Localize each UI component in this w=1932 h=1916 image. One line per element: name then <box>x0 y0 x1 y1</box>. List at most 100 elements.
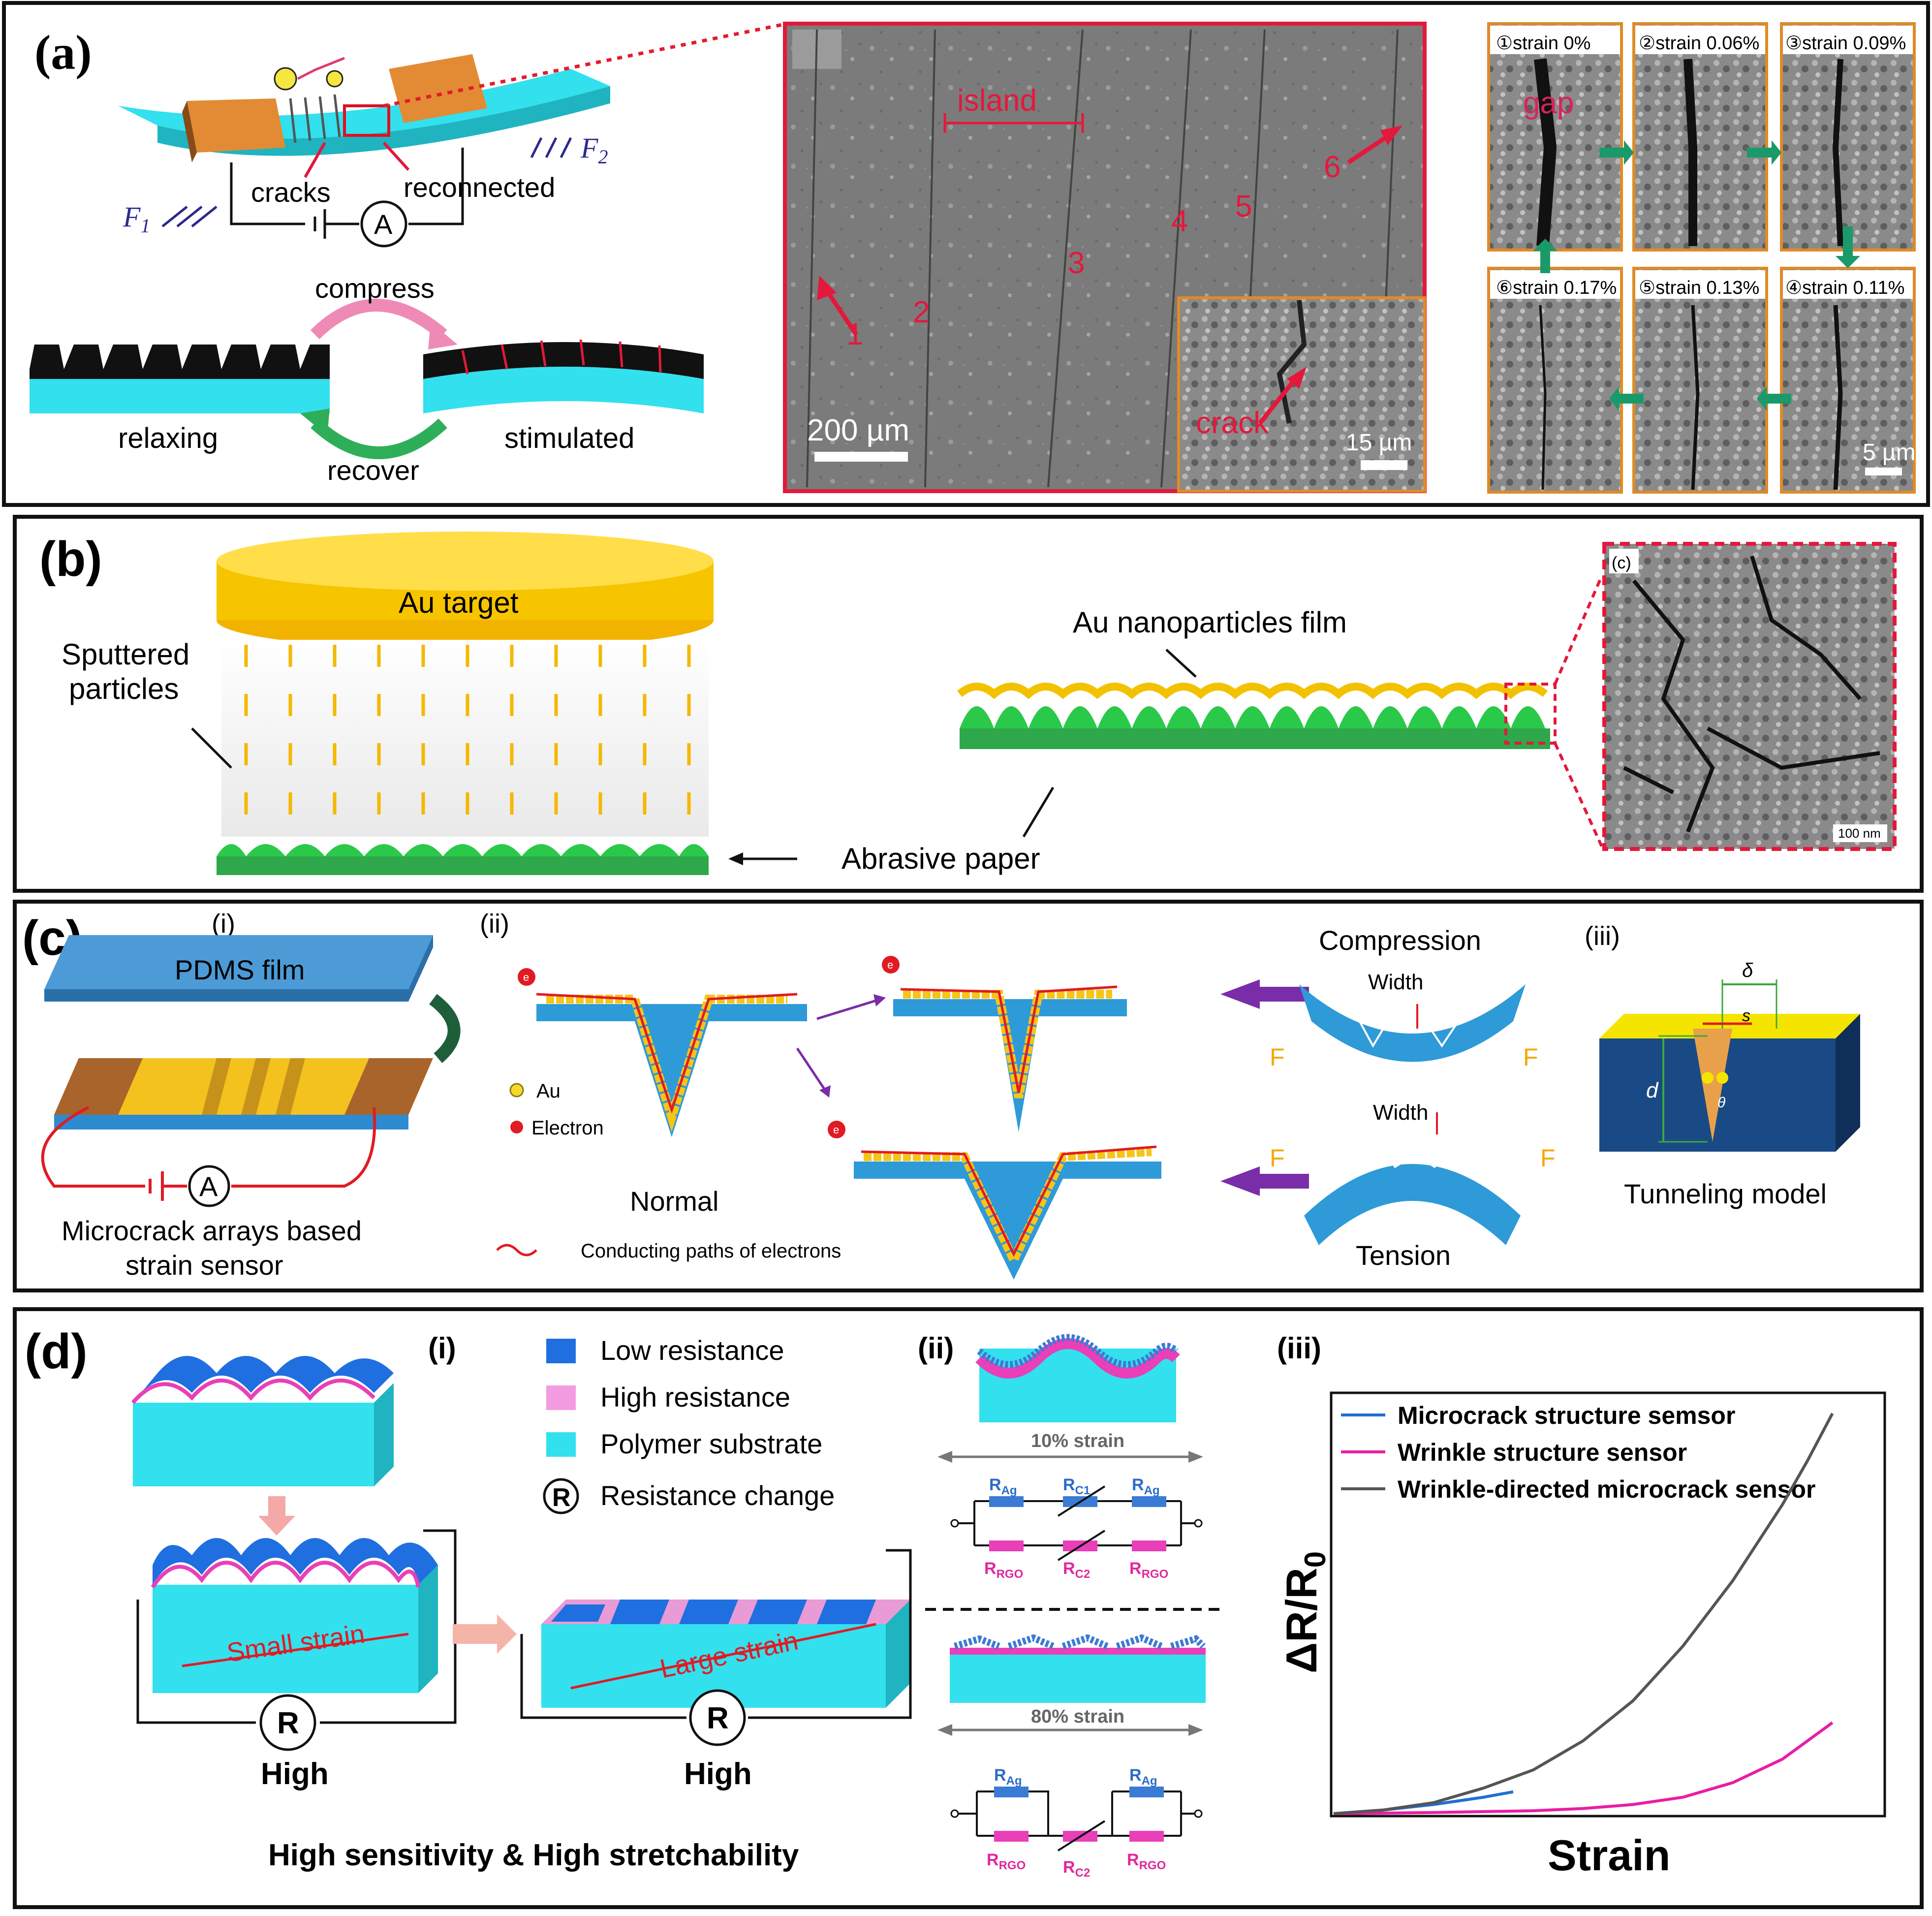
strain-frame-2 <box>1632 22 1768 251</box>
panel-b: (b) Au target Sputtered particles <box>13 515 1924 893</box>
high-label-1: High <box>261 1757 329 1791</box>
panel-c-sub-ii: (ii) <box>480 909 509 939</box>
relaxing-diagram <box>30 345 330 413</box>
panel-d-sub-ii: (ii) <box>918 1332 954 1365</box>
sensor-label-2: strain sensor <box>125 1250 283 1281</box>
c80-r2: R <box>1129 1766 1142 1785</box>
electron-glyph-3: e <box>833 1124 839 1136</box>
electron-glyph-1: e <box>523 971 529 983</box>
c80-r1: R <box>994 1766 1006 1785</box>
panel-d: (d) (i) (ii) (iii) Small strain R High <box>13 1307 1924 1909</box>
resistor-glyph-2: R <box>707 1701 729 1735</box>
label-relaxing: relaxing <box>118 422 218 454</box>
sem-crack-markers: 1 2 3 4 5 6 <box>846 150 1340 351</box>
c10-b1-sub: RGO <box>997 1568 1024 1581</box>
series-line-2 <box>1333 1721 1834 1815</box>
sem-image-main <box>783 22 1427 493</box>
tension-width-label: Width <box>1373 1100 1428 1125</box>
circuit-80-labels: RAg RAg RRGO RC2 RRGO <box>987 1766 1166 1880</box>
purple-arrows <box>1220 979 1309 1196</box>
crack-marker-1: 1 <box>846 317 863 351</box>
conducting-label: Conducting paths of electrons <box>581 1240 841 1262</box>
strain-frame-labels: ①strain 0% ②strain 0.06% ③strain 0.09% ⑥… <box>1496 33 1906 298</box>
crack-marker-5: 5 <box>1235 189 1252 223</box>
au-target-label: Au target <box>399 586 519 619</box>
normal-label: Normal <box>630 1186 718 1217</box>
chart-ylabel-main: ΔR/R <box>1277 1568 1326 1673</box>
film-sem-image <box>1602 542 1897 851</box>
tension-force-right: F <box>1540 1144 1556 1172</box>
legend-rchange: Resistance change <box>600 1480 835 1511</box>
panel-c-sub-i: (i) <box>212 909 235 939</box>
flip-arrow <box>429 994 461 1063</box>
strain-10-schematic <box>937 1334 1203 1561</box>
compress-arrow <box>310 299 447 340</box>
tunnel-delta: δ <box>1742 960 1753 981</box>
c10-r1: R <box>989 1476 1001 1494</box>
legend-d <box>543 1339 579 1514</box>
strain-label-2: ②strain 0.06% <box>1639 33 1759 54</box>
svg-text:RAg: RAg <box>994 1766 1022 1788</box>
au-target <box>217 532 714 650</box>
c80-b2: R <box>1063 1858 1075 1877</box>
circuit-a <box>230 148 464 248</box>
label-compress: compress <box>315 273 435 304</box>
strain-label-3: ③strain 0.09% <box>1785 33 1906 54</box>
sputtered-label-2: particles <box>69 672 179 705</box>
microcrack-sensor <box>41 1058 433 1207</box>
panel-c: (c) (i) (ii) (iii) PDMS film A Microcrac… <box>13 900 1924 1292</box>
c10-r2: R <box>1063 1476 1075 1494</box>
au-film-label: Au nanoparticles film <box>1073 606 1347 639</box>
chart-lines <box>1333 1413 1834 1815</box>
sputtered-label-1: Sputtered <box>62 638 189 671</box>
svg-text:RAg: RAg <box>1132 1476 1160 1497</box>
c80-b1-sub: RGO <box>999 1859 1026 1872</box>
chart-ylabel: ΔR/R0 <box>1277 1551 1332 1673</box>
tunnel-d: d <box>1646 1078 1659 1102</box>
legend-entry-2: Wrinkle structure sensor <box>1398 1439 1687 1466</box>
strain-scale-label: 5 µm <box>1863 440 1916 466</box>
f2-letter: F <box>580 132 598 164</box>
tunneling-model <box>1599 979 1860 1152</box>
strain-frame-1 <box>1487 22 1623 251</box>
strain-frame-6 <box>1487 267 1623 494</box>
panel-d-sub-i: (i) <box>428 1332 456 1365</box>
ammeter-a: A <box>374 209 393 240</box>
strain-80-label: 80% strain <box>1031 1706 1124 1727</box>
bottom-caption: High sensitivity & High stretchability <box>268 1838 799 1872</box>
legend-c <box>496 1083 537 1256</box>
strain-label-6: ⑥strain 0.17% <box>1496 278 1617 298</box>
strain-flow-arrows <box>1533 140 1860 411</box>
film-sem-scale: 100 nm <box>1838 826 1881 841</box>
strain-label-4: ④strain 0.11% <box>1785 278 1904 298</box>
compression-force-right: F <box>1523 1043 1538 1071</box>
panel-d-label: (d) <box>25 1324 88 1379</box>
c10-r3: R <box>1132 1476 1144 1494</box>
compression-label: Compression <box>1319 925 1481 956</box>
label-cracks: cracks <box>251 177 331 208</box>
strain-frames <box>1487 22 1916 494</box>
circuit-10-labels: RAg RC1 RAg RRGO RC2 RRGO <box>984 1476 1168 1581</box>
svg-text:RAg: RAg <box>1129 1766 1157 1788</box>
strain-frame-3 <box>1780 22 1916 251</box>
resistor-glyph-1: R <box>277 1706 299 1740</box>
svg-text:RRGO: RRGO <box>1129 1559 1168 1581</box>
force-f2: F2 <box>530 132 608 168</box>
force-f1: F1 <box>123 201 218 237</box>
strain-label-1: ①strain 0% <box>1496 33 1590 54</box>
tension-arc <box>1304 1112 1521 1245</box>
c80-b2-sub: C2 <box>1075 1866 1091 1880</box>
c80-b3: R <box>1127 1851 1139 1869</box>
sensor-label-1: Microcrack arrays based <box>62 1215 362 1246</box>
legend-high: High resistance <box>600 1382 790 1413</box>
legend-polymer: Polymer substrate <box>600 1428 822 1459</box>
chart-xlabel: Strain <box>1548 1831 1670 1880</box>
sem-island-label: island <box>957 84 1037 118</box>
svg-text:RC1: RC1 <box>1063 1476 1090 1497</box>
sputtered-particles <box>244 645 689 815</box>
svg-text:RAg: RAg <box>989 1476 1017 1497</box>
label-reconnected: reconnected <box>404 172 555 203</box>
high-label-2: High <box>684 1757 752 1791</box>
compression-force-left: F <box>1270 1043 1285 1071</box>
